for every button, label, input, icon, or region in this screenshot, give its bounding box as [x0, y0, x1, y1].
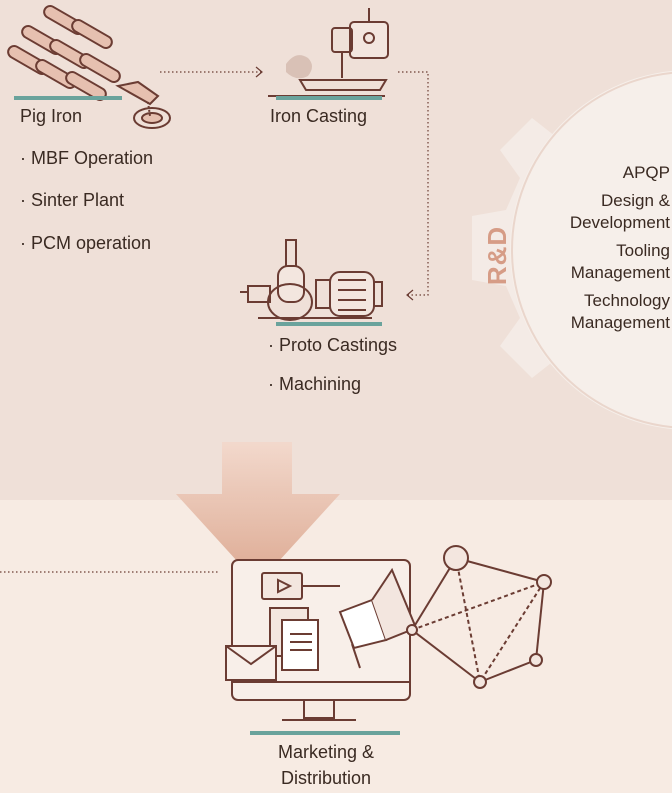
pump-icon [240, 239, 383, 321]
gear-icon [472, 70, 672, 430]
rnd-item-design: Design & Development [570, 190, 670, 234]
iron-casting-label: Iron Casting [270, 106, 368, 126]
rnd-item-tooling: Tooling Management [570, 240, 670, 284]
machining-bullet-1: Proto Castings [268, 335, 397, 356]
rnd-items: APQP Design & Development Tooling Manage… [570, 162, 670, 340]
pig-iron-bullet-1: MBF Operation [20, 148, 153, 169]
rnd-item-line: Development [569, 213, 670, 232]
rnd-item-line: Management [570, 313, 670, 332]
ingots-icon [7, 5, 121, 101]
ladle-icon [115, 80, 171, 129]
pig-iron-underline [14, 96, 122, 100]
marketing-monitor-icon [225, 559, 411, 721]
rnd-item-apqp: APQP [570, 162, 670, 184]
rnd-title: R&D [482, 225, 513, 286]
megaphone-icon [338, 567, 418, 669]
marketing-label-line1: Marketing & [277, 742, 375, 762]
connectors [0, 66, 429, 573]
pig-iron-bullet-2: Sinter Plant [20, 190, 124, 211]
marketing-label-line2: Distribution [280, 768, 372, 788]
machining-underline [276, 322, 382, 326]
casting-machine-icon [268, 8, 389, 97]
rnd-item-line: Technology [583, 291, 670, 310]
arrow-down-icon [176, 442, 340, 584]
network-icon [406, 545, 552, 689]
rnd-item-line: Design & [601, 191, 670, 210]
casting-underline [276, 96, 382, 100]
rnd-item-technology: Technology Management [570, 290, 670, 334]
rnd-item-line: Tooling [616, 241, 670, 260]
pig-iron-label: Pig Iron [20, 106, 83, 126]
machining-bullet-2: Machining [268, 374, 361, 395]
pig-iron-bullet-3: PCM operation [20, 233, 151, 254]
rnd-item-line: APQP [622, 163, 670, 182]
rnd-item-line: Management [570, 263, 670, 282]
marketing-underline [250, 731, 400, 735]
